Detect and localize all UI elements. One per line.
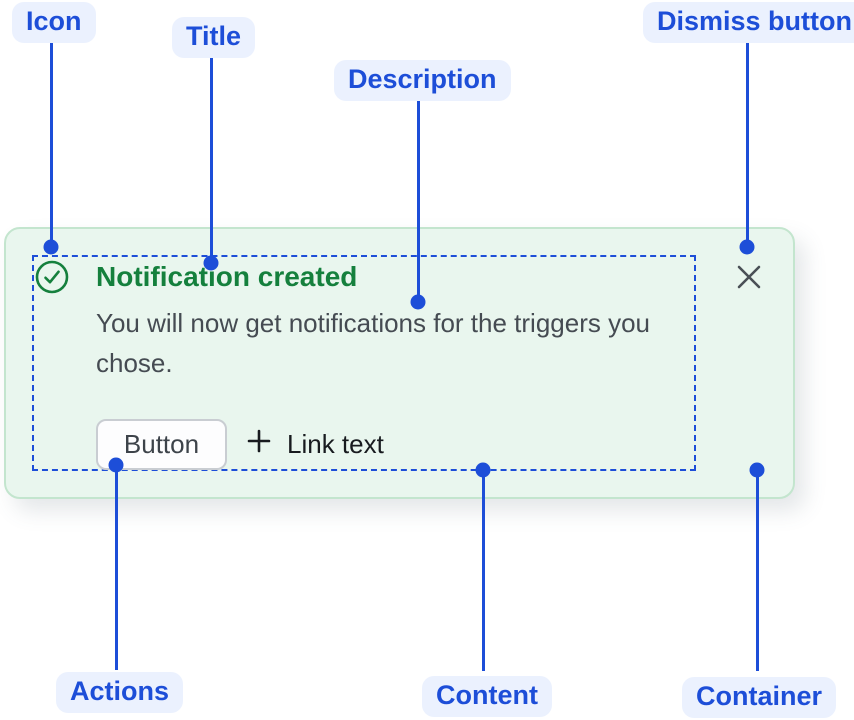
notification-description: You will now get notifications for the t… xyxy=(96,308,651,378)
action-link-label: Link text xyxy=(287,429,384,459)
close-x-icon xyxy=(737,265,761,292)
title-connector-line xyxy=(210,56,213,259)
container-connector-line xyxy=(756,471,759,671)
actions-connector-dot xyxy=(108,457,124,473)
container-connector-dot xyxy=(749,462,765,478)
actions-connector-line xyxy=(115,466,118,670)
action-link[interactable]: Link text xyxy=(245,419,384,470)
dismiss-connector-line xyxy=(746,42,749,243)
content-connector-dot xyxy=(475,462,491,478)
content-connector-line xyxy=(482,471,485,671)
label-title: Title xyxy=(172,17,256,58)
label-icon: Icon xyxy=(12,2,96,43)
content-outline xyxy=(32,255,696,471)
success-check-circle-icon xyxy=(35,260,69,294)
dismiss-button[interactable] xyxy=(733,262,765,294)
label-dismiss-button: Dismiss button xyxy=(643,2,854,43)
description-connector-line xyxy=(417,99,420,298)
notification-title: Notification created xyxy=(96,261,358,292)
icon-connector-line xyxy=(50,42,53,244)
title-connector-dot xyxy=(203,255,219,271)
dismiss-connector-dot xyxy=(739,239,755,255)
label-actions: Actions xyxy=(56,672,184,713)
label-container: Container xyxy=(682,677,837,718)
label-content: Content xyxy=(422,676,552,717)
label-description: Description xyxy=(334,60,511,101)
icon-connector-dot xyxy=(43,239,59,255)
plus-icon xyxy=(245,427,273,462)
description-connector-dot xyxy=(410,294,426,310)
